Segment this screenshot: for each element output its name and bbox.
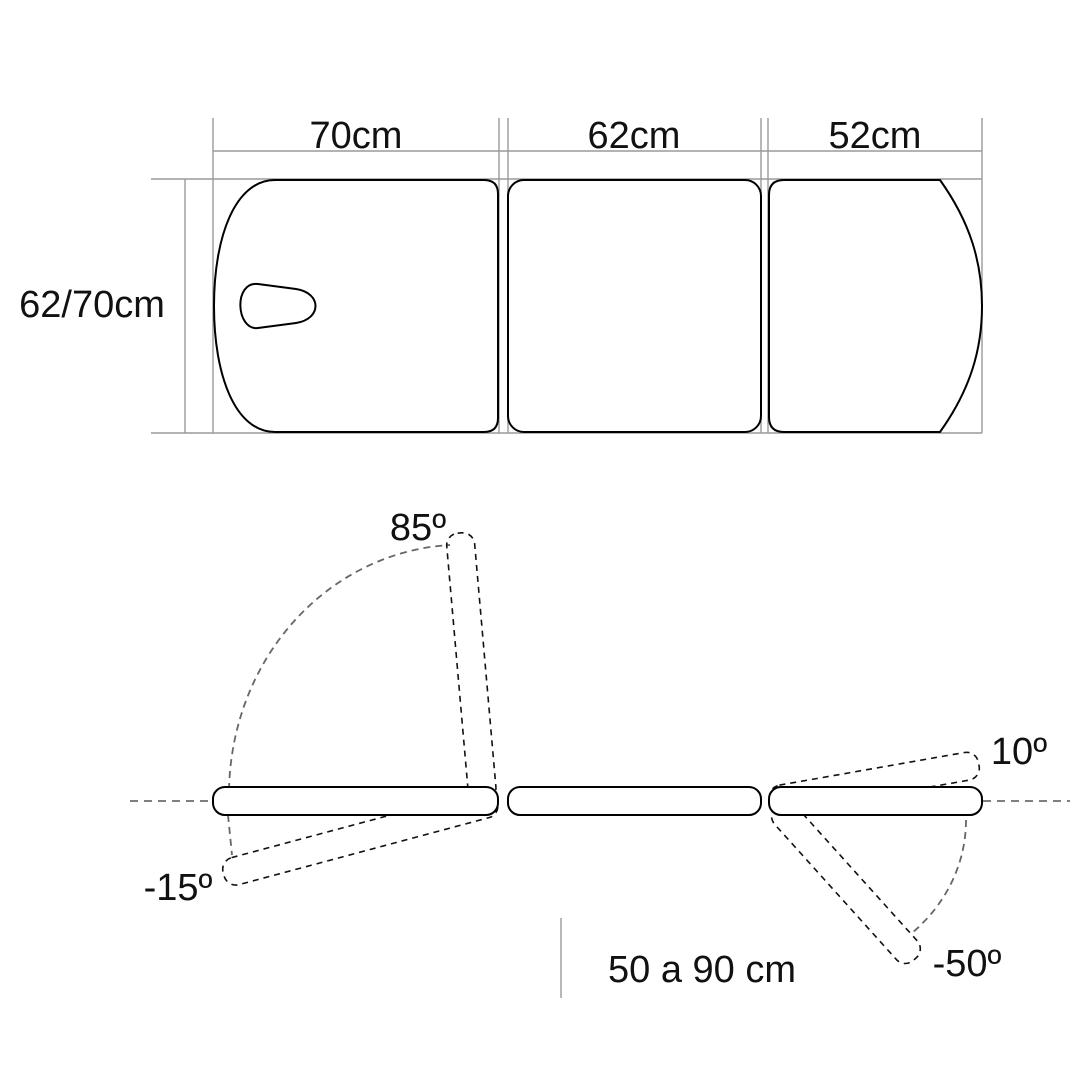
label-head-up-angle: 85º xyxy=(390,507,446,549)
label-height-range: 50 a 90 cm xyxy=(608,949,796,991)
foot-down-position xyxy=(770,800,922,965)
foot-section xyxy=(768,179,984,433)
head-up-arc xyxy=(228,544,451,791)
foot-down-arc xyxy=(911,819,967,934)
label-width: 62/70cm xyxy=(19,284,165,326)
label-foot-down-angle: -50º xyxy=(933,943,1002,985)
label-head-down-angle: -15º xyxy=(144,867,213,909)
side-head-section xyxy=(212,786,499,816)
side-view-table xyxy=(212,786,983,816)
label-head-length: 70cm xyxy=(310,115,403,157)
head-section xyxy=(212,179,499,433)
side-foot-section xyxy=(768,786,983,816)
top-view-table xyxy=(212,179,984,433)
tilted-positions xyxy=(221,531,981,965)
label-foot-up-angle: 10º xyxy=(991,731,1047,773)
middle-section xyxy=(507,179,762,433)
head-down-arc xyxy=(227,814,233,856)
face-hole xyxy=(239,282,317,330)
label-middle-length: 62cm xyxy=(588,115,681,157)
head-up-position xyxy=(445,531,497,802)
side-middle-section xyxy=(507,786,762,816)
label-foot-length: 52cm xyxy=(829,115,922,157)
angle-arcs xyxy=(227,544,967,934)
